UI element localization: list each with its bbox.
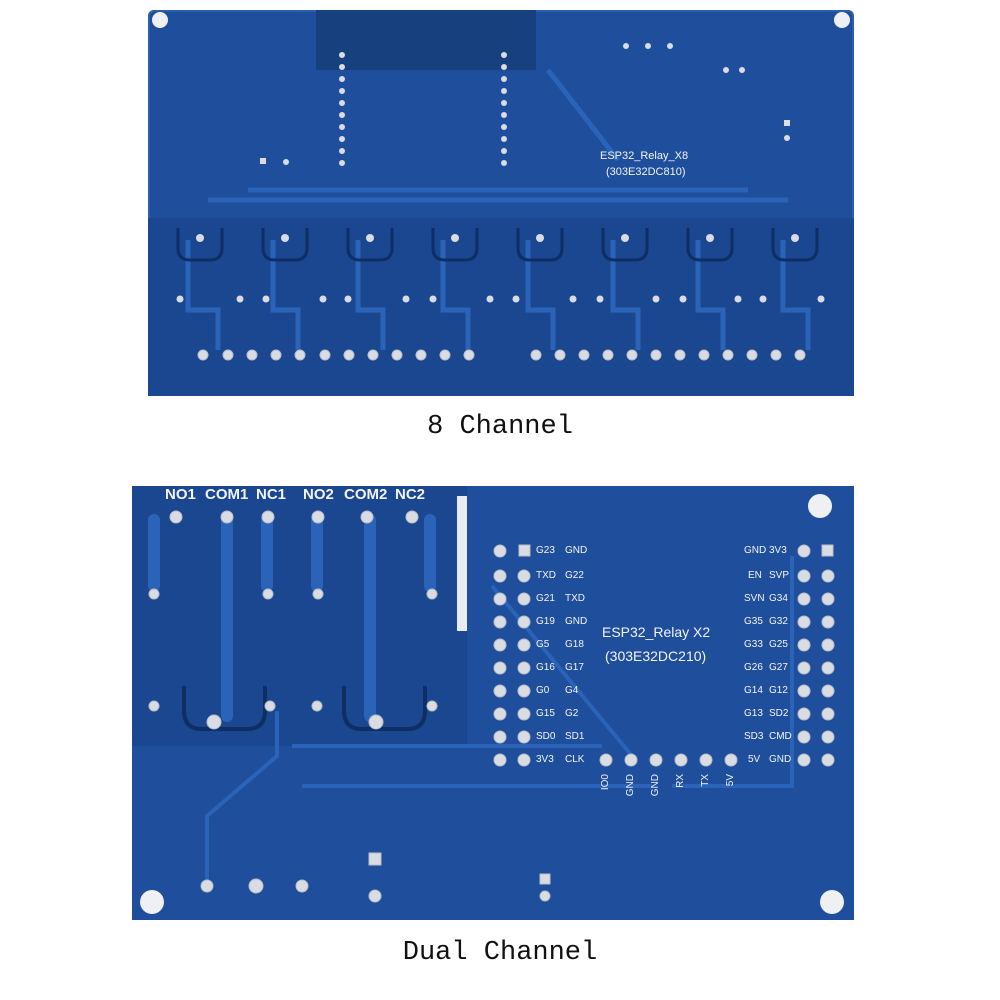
pin-label-b-5v: 5V	[725, 774, 736, 787]
pin-label-r-gnd-b: GND	[769, 754, 792, 765]
pin-label-g4: G4	[565, 685, 579, 696]
eight-channel-pcb-art	[148, 10, 854, 396]
eight-channel-caption: 8 Channel	[427, 412, 573, 442]
pin-label-r-gnd: GND	[744, 545, 767, 556]
pin-label-r-g26: G26	[744, 662, 763, 673]
label-nc2: NC2	[395, 486, 426, 503]
pin-label-g21: G21	[536, 593, 555, 604]
pin-label-g15: G15	[536, 708, 555, 719]
pin-label-b-gnd: GND	[625, 774, 636, 797]
pin-label-b-io0: IO0	[600, 774, 611, 791]
pin-label-r-svp: SVP	[769, 570, 790, 581]
pin-label-r-sd2: SD2	[769, 708, 789, 719]
label-no1: NO1	[165, 486, 196, 503]
dual-channel-silk-title: ESP32_Relay X2	[602, 624, 711, 640]
pin-label-r-5v: 5V	[748, 754, 761, 765]
pin-label-g22: G22	[565, 570, 584, 581]
pin-label-txd: TXD	[536, 570, 556, 581]
pin-label-r-g25: G25	[769, 639, 788, 650]
pin-label-gnd: GND	[565, 545, 588, 556]
dual-channel-silk-code: (303E32DC210)	[605, 648, 707, 664]
pin-label-b-rx: RX	[675, 774, 686, 788]
pin-label-g5: G5	[536, 639, 550, 650]
pin-label-clk: CLK	[565, 754, 585, 765]
pin-label-b-gnd2: GND	[650, 774, 661, 797]
dual-channel-caption: Dual Channel	[402, 938, 598, 968]
pin-label-g19: G19	[536, 616, 555, 627]
pin-label-r-sd3: SD3	[744, 731, 764, 742]
pin-label-r-en: EN	[748, 570, 762, 581]
label-com1: COM1	[205, 486, 249, 503]
pin-label-r-g32: G32	[769, 616, 788, 627]
pin-label-r-svn: SVN	[744, 593, 765, 604]
label-nc1: NC1	[256, 486, 287, 503]
pin-label-r-g34: G34	[769, 593, 788, 604]
dual-channel-board: NO1 COM1 NC1 NO2 COM2 NC2 G23 TXD G21 G1…	[132, 486, 854, 920]
pin-label-g23: G23	[536, 545, 555, 556]
pin-label-sd1: SD1	[565, 731, 585, 742]
eight-channel-silk-title: ESP32_Relay_X8	[600, 150, 689, 162]
pin-label-sd0: SD0	[536, 731, 556, 742]
pin-label-r-g33: G33	[744, 639, 763, 650]
pin-label-b-tx: TX	[700, 774, 711, 787]
eight-channel-board: ESP32_Relay_X8 (303E32DC810)	[148, 10, 854, 396]
pin-label-3v3: 3V3	[536, 754, 554, 765]
pin-label-r-g14: G14	[744, 685, 763, 696]
pin-label-r-g35: G35	[744, 616, 763, 627]
pin-label-r-cmd: CMD	[769, 731, 792, 742]
label-no2: NO2	[303, 486, 334, 503]
pin-label-r-3v3: 3V3	[769, 545, 787, 556]
pin-label-g2: G2	[565, 708, 579, 719]
eight-channel-silk-code: (303E32DC810)	[606, 166, 686, 178]
pin-label-txd-b: TXD	[565, 593, 585, 604]
pin-label-g17: G17	[565, 662, 584, 673]
pin-label-r-g27: G27	[769, 662, 788, 673]
pin-label-r-g13: G13	[744, 708, 763, 719]
dual-channel-pcb-art	[132, 486, 854, 920]
label-com2: COM2	[344, 486, 388, 503]
pin-label-r-g12: G12	[769, 685, 788, 696]
pin-label-g18: G18	[565, 639, 584, 650]
pin-label-gnd-b: GND	[565, 616, 588, 627]
pin-label-g16: G16	[536, 662, 555, 673]
pin-label-g0: G0	[536, 685, 550, 696]
